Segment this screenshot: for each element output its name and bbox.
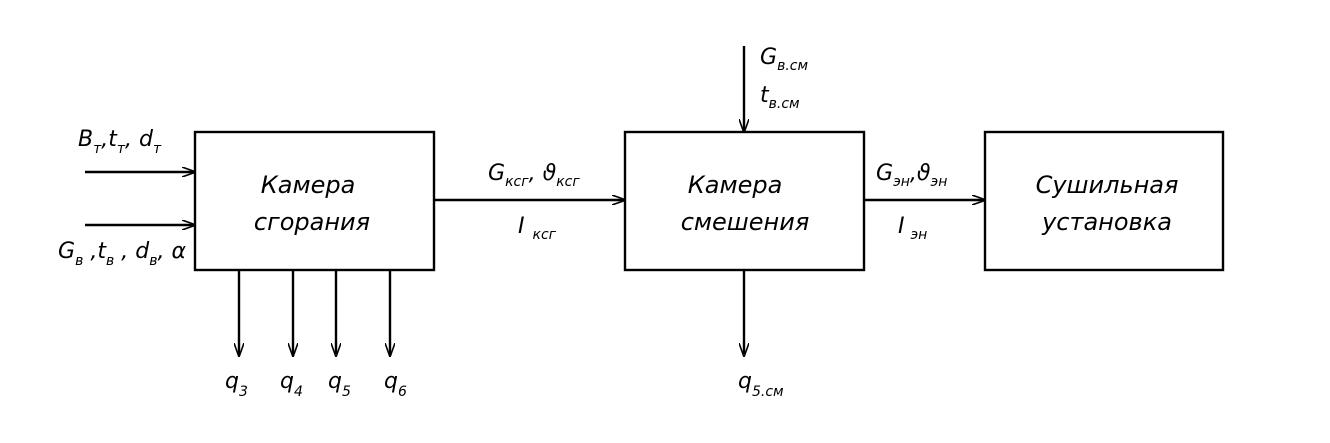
combustion-label-line1: Камера	[261, 171, 356, 199]
fuel-label: Bт,tт, dт	[78, 127, 162, 157]
dryer-label-line1: Сушильная	[1036, 171, 1179, 199]
dryer-block	[983, 130, 1225, 272]
loss-q3-label: q3	[225, 369, 248, 400]
mix-air-temp-label: tв.см	[760, 83, 800, 112]
dryer-label-line2: установка	[1041, 208, 1172, 236]
air-label: Gв ,tв , dв, α	[58, 239, 186, 269]
mixing-outflow-label: Gэн,ϑэн	[876, 161, 947, 190]
mix-air-flow-label: Gв.см	[760, 45, 808, 74]
combustion-chamber-block	[193, 130, 436, 272]
combustion-outflow-label: Gксг, ϑксг	[488, 161, 580, 190]
loss-q6-label: q6	[384, 369, 407, 400]
loss-q5cm-label: q5.см	[738, 369, 784, 400]
loss-q5-label: q5	[328, 369, 351, 400]
loss-q4-label: q4	[280, 369, 303, 400]
mixing-chamber-block	[623, 130, 866, 272]
combustion-label-line2: сгорания	[254, 208, 370, 236]
mixing-label-line1: Камера	[688, 171, 783, 199]
mixing-label-line2: смешения	[681, 208, 810, 236]
